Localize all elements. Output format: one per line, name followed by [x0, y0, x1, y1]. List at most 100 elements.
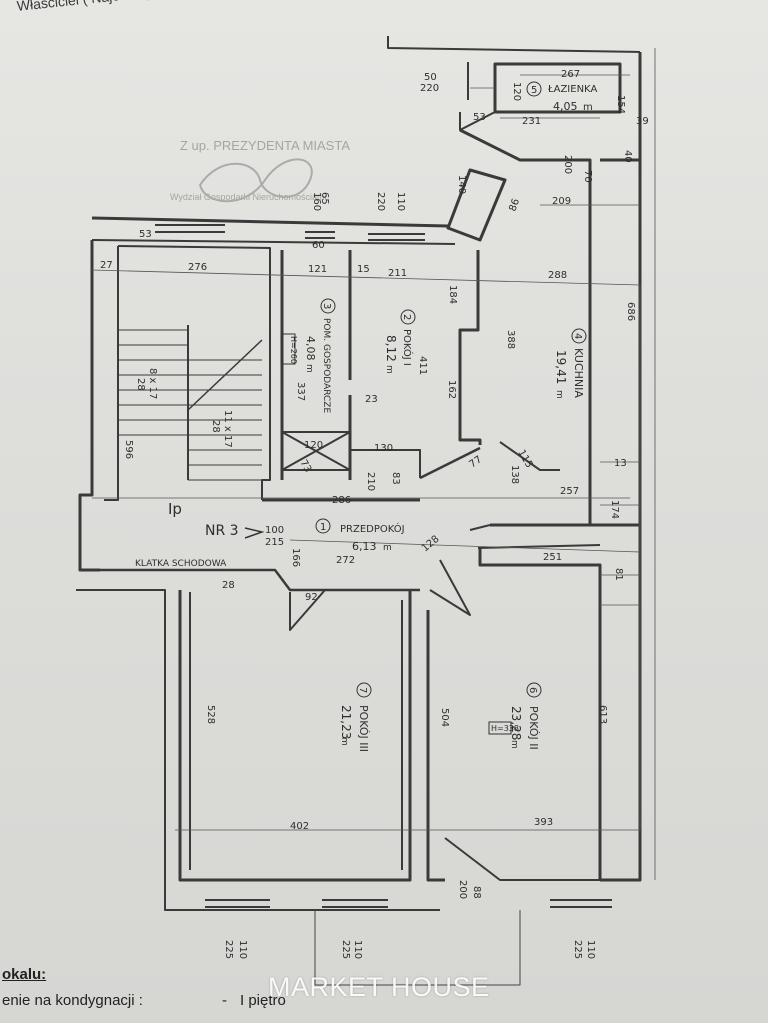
- dim-209: 209: [552, 196, 571, 207]
- footer-floor-dash: -: [222, 992, 227, 1009]
- dim-100: 100: [265, 525, 284, 536]
- dim-120b: 120: [304, 440, 323, 451]
- room2-name: POKÓJ I: [401, 329, 414, 366]
- room7-walls: [178, 590, 412, 882]
- dim-225c: 225: [572, 940, 583, 959]
- dim-110b: 110: [352, 940, 363, 959]
- west-wall: [78, 240, 100, 572]
- stairs-a: 8 x 17: [147, 368, 158, 399]
- footer-floor-label: enie na kondygnacji :: [2, 992, 143, 1009]
- stair-steps-a: [118, 329, 188, 436]
- room4-unit: m: [554, 390, 564, 399]
- stamp-line1: Z up. PREZYDENTA MIASTA: [180, 138, 350, 153]
- room2-east-wall: [458, 250, 482, 445]
- kitchen-south-inner: [469, 524, 601, 549]
- dim-504: 504: [439, 708, 450, 727]
- stair-label: KLATKA SCHODOWA: [135, 559, 227, 569]
- room7-unit: m: [339, 737, 349, 746]
- stamp-line2: Wydział Gospodarki Nieruchomościami: [170, 192, 326, 202]
- dim-402: 402: [290, 821, 309, 832]
- height-box-2: [488, 721, 512, 735]
- window-north-3: [368, 233, 425, 241]
- corridor-diagonal-wall: [459, 128, 640, 525]
- dim-128: 128: [420, 534, 442, 555]
- dim-15: 15: [357, 264, 370, 275]
- unit-arrow: [244, 527, 265, 539]
- west-wall-inner: [104, 246, 119, 501]
- dimension-lines: [91, 48, 656, 880]
- dim-220b: 220: [375, 192, 386, 211]
- stairs-b: 11 x 17: [222, 410, 233, 448]
- stairs-b2: 28: [210, 420, 221, 433]
- hall-door-diagonal: [289, 559, 471, 631]
- room4-number: 4: [572, 333, 583, 339]
- stair-diagonal: [187, 339, 263, 411]
- room3-number-circle: [320, 298, 336, 314]
- outer-wall-north: [387, 36, 641, 53]
- dim-39: 39: [636, 116, 649, 127]
- dim-225b: 225: [340, 940, 351, 959]
- dim-65: 65: [319, 192, 330, 205]
- dim-288: 288: [548, 270, 567, 281]
- dim-121: 121: [308, 264, 327, 275]
- dim-110a: 110: [395, 192, 406, 211]
- dim-110: 110: [237, 940, 248, 959]
- room6-inner: [444, 837, 640, 881]
- room3-number: 3: [321, 303, 332, 309]
- dim-200b: 200: [457, 880, 468, 899]
- room2-unit: m: [384, 365, 394, 374]
- hall-diagonal-1: [419, 446, 481, 480]
- dim-140: 140: [456, 175, 467, 194]
- dim-60: 60: [312, 240, 325, 251]
- room1-number-circle: [315, 518, 331, 534]
- room4-area: 19,41: [554, 350, 568, 384]
- market-house-watermark: MARKET HOUSE: [268, 972, 490, 1002]
- window-north-1: [155, 224, 225, 233]
- north-wall-west-inner: [91, 239, 456, 245]
- diagonal-passage: [446, 168, 507, 242]
- room2-number: 2: [401, 314, 412, 320]
- hall-diagonal-2: [499, 441, 560, 471]
- dim-231: 231: [522, 116, 541, 127]
- height-260: H=260: [289, 336, 298, 364]
- dim-686: 686: [625, 302, 636, 321]
- dim-251: 251: [543, 552, 562, 563]
- room2-area: 8,12: [384, 335, 398, 362]
- dim-53: 53: [473, 112, 486, 123]
- room2-bottom-wall: [350, 449, 421, 478]
- window-south-2: [322, 899, 388, 908]
- room5-number-circle: [526, 81, 542, 97]
- dim-88: 88: [471, 886, 482, 899]
- dim-272: 272: [336, 555, 355, 566]
- dim-162: 162: [446, 380, 457, 399]
- room7-name: POKÓJ III: [357, 705, 370, 752]
- dim-174: 174: [609, 500, 620, 519]
- dim-200: 200: [562, 155, 573, 174]
- window-north-2: [305, 231, 335, 239]
- dim-13: 13: [614, 458, 627, 469]
- room3-area: 4,08: [304, 336, 317, 361]
- dim-83: 83: [390, 472, 401, 485]
- room3-unit: m: [304, 364, 314, 373]
- stair-enclosure: [117, 245, 271, 500]
- dim-337: 337: [295, 382, 306, 401]
- dim-154: 154: [615, 95, 626, 114]
- room6-walls: [426, 548, 602, 882]
- dim-27: 27: [100, 260, 113, 271]
- window-south-1: [205, 899, 270, 908]
- dim-286: 286: [332, 495, 351, 506]
- dim-528: 528: [205, 705, 216, 724]
- dim-160: 160: [311, 192, 322, 211]
- room5-unit: m: [583, 102, 593, 113]
- room4-name: KUCHNIA: [572, 348, 585, 398]
- room7-number: 7: [357, 687, 368, 693]
- dim-86: 86: [507, 197, 522, 213]
- dim-596: 596: [123, 440, 134, 459]
- room1-unit: m: [383, 543, 392, 553]
- dim-110c: 110: [585, 940, 596, 959]
- dim-77: 77: [467, 454, 484, 470]
- room6-area: 23,28: [509, 706, 523, 740]
- north-wall-west: [91, 216, 449, 228]
